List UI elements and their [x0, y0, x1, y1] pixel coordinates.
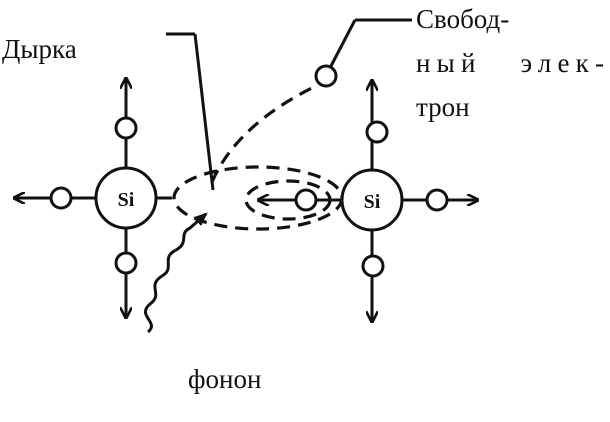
hole-leader-line [193, 33, 215, 191]
hole-label: Дырка [2, 34, 77, 64]
left-atom-electron-top [114, 116, 138, 140]
right-atom-electron-bottom [361, 254, 385, 278]
phonon-wave [144, 212, 208, 334]
right-atom-electron-left [294, 188, 318, 212]
free-electron-trajectory [210, 83, 319, 183]
right-atom-electron-top [365, 120, 389, 144]
free-electron-label-line-2: ный элек- [416, 48, 604, 78]
free-electron-label-line-3: трон [416, 92, 470, 122]
free-electron [314, 64, 338, 88]
broken-bond-inner-ellipse [244, 179, 332, 221]
free-electron-label-line-1: Свобод- [416, 4, 509, 34]
left-atom-core [94, 166, 158, 230]
left-atom-electron-left [49, 186, 73, 210]
broken-bond-outer-ellipse [172, 165, 344, 231]
left-atom-electron-bottom [114, 251, 138, 275]
right-atom-label: Si [364, 191, 381, 213]
right-atom-electron-right [425, 188, 449, 212]
left-silicon-atom: Si [14, 78, 172, 318]
right-silicon-atom: Si [258, 80, 478, 322]
phonon-label: фонон [188, 364, 261, 394]
left-atom-label: Si [118, 189, 135, 211]
free-electron-leader-line [329, 19, 357, 67]
